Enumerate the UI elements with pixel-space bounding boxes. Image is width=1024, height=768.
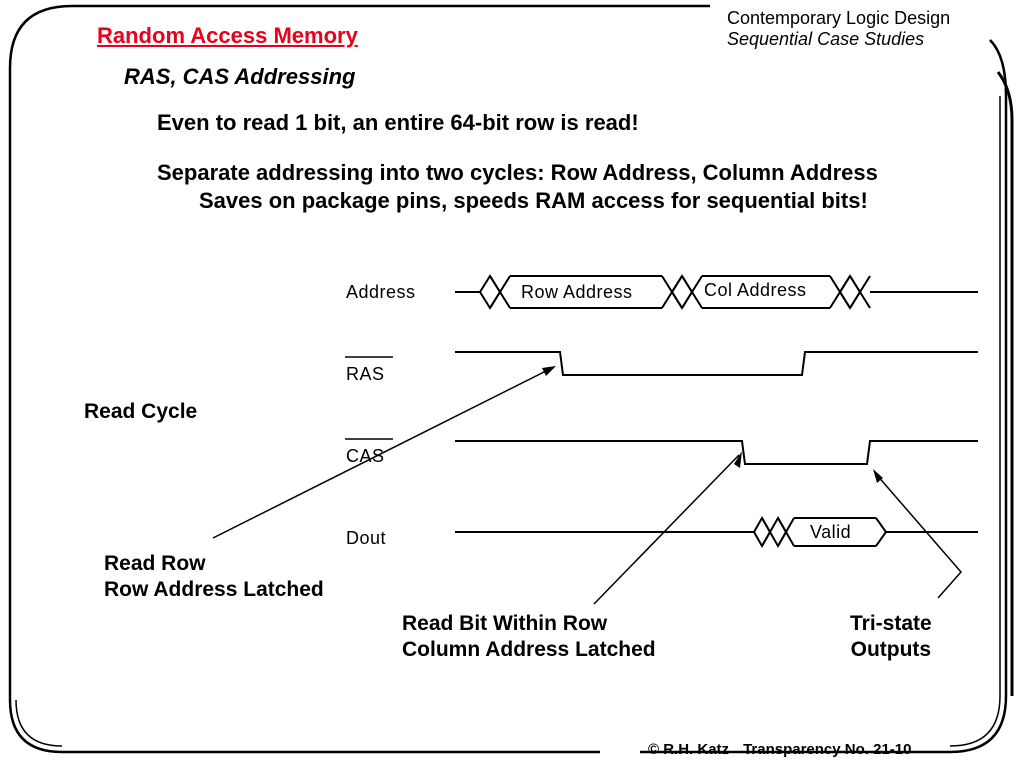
cas-waveform xyxy=(455,440,978,465)
bullet-2: Separate addressing into two cycles: Row… xyxy=(157,160,878,185)
annotation-read-bit-line1: Read Bit Within Row xyxy=(402,612,608,635)
dout-valid-value: Valid xyxy=(810,522,851,542)
annotation-read-bit: Read Bit Within Row Column Address Latch… xyxy=(402,611,656,663)
annotation-read-row-line2: Row Address Latched xyxy=(104,578,324,601)
slide-subtitle: RAS, CAS Addressing xyxy=(124,64,356,89)
row-address-value: Row Address xyxy=(521,282,633,302)
col-address-value: Col Address xyxy=(704,280,807,300)
footer: © R.H. Katz Transparency No. 21-10 xyxy=(648,741,911,758)
course-title: Contemporary Logic Design xyxy=(727,8,951,28)
arrow-read-row xyxy=(212,367,553,539)
annotation-read-row: Read Row Row Address Latched xyxy=(104,551,324,603)
arrow-read-bit xyxy=(593,454,740,605)
annotation-tristate: Tri-state Outputs xyxy=(850,611,932,663)
signal-label-dout: Dout xyxy=(346,528,386,548)
bullet-3: Saves on package pins, speeds RAM access… xyxy=(199,188,868,213)
annotation-tristate-line2: Outputs xyxy=(850,638,932,661)
annotation-read-row-line1: Read Row xyxy=(104,552,206,575)
transparency-number: Transparency No. 21-10 xyxy=(743,741,912,758)
bullet-1: Even to read 1 bit, an entire 64-bit row… xyxy=(157,110,639,135)
ras-waveform xyxy=(455,351,978,376)
course-subtitle: Sequential Case Studies xyxy=(727,29,925,49)
annotation-tristate-line1: Tri-state xyxy=(850,612,932,635)
slide-title: Random Access Memory xyxy=(97,23,358,48)
arrow-tristate xyxy=(875,473,962,599)
read-cycle-label: Read Cycle xyxy=(84,400,198,423)
signal-label-address: Address xyxy=(346,282,416,302)
arrowhead-read-row xyxy=(542,366,556,376)
address-waveform xyxy=(455,274,978,310)
signal-label-cas: CAS xyxy=(346,446,385,466)
arrowhead-read-bit xyxy=(734,451,742,468)
signal-label-ras: RAS xyxy=(346,364,385,384)
dout-waveform xyxy=(455,515,978,549)
copyright: © R.H. Katz xyxy=(648,741,730,758)
arrowhead-tristate xyxy=(873,469,883,483)
annotation-read-bit-line2: Column Address Latched xyxy=(402,638,656,661)
course-header: Contemporary Logic Design Sequential Cas… xyxy=(727,8,950,50)
